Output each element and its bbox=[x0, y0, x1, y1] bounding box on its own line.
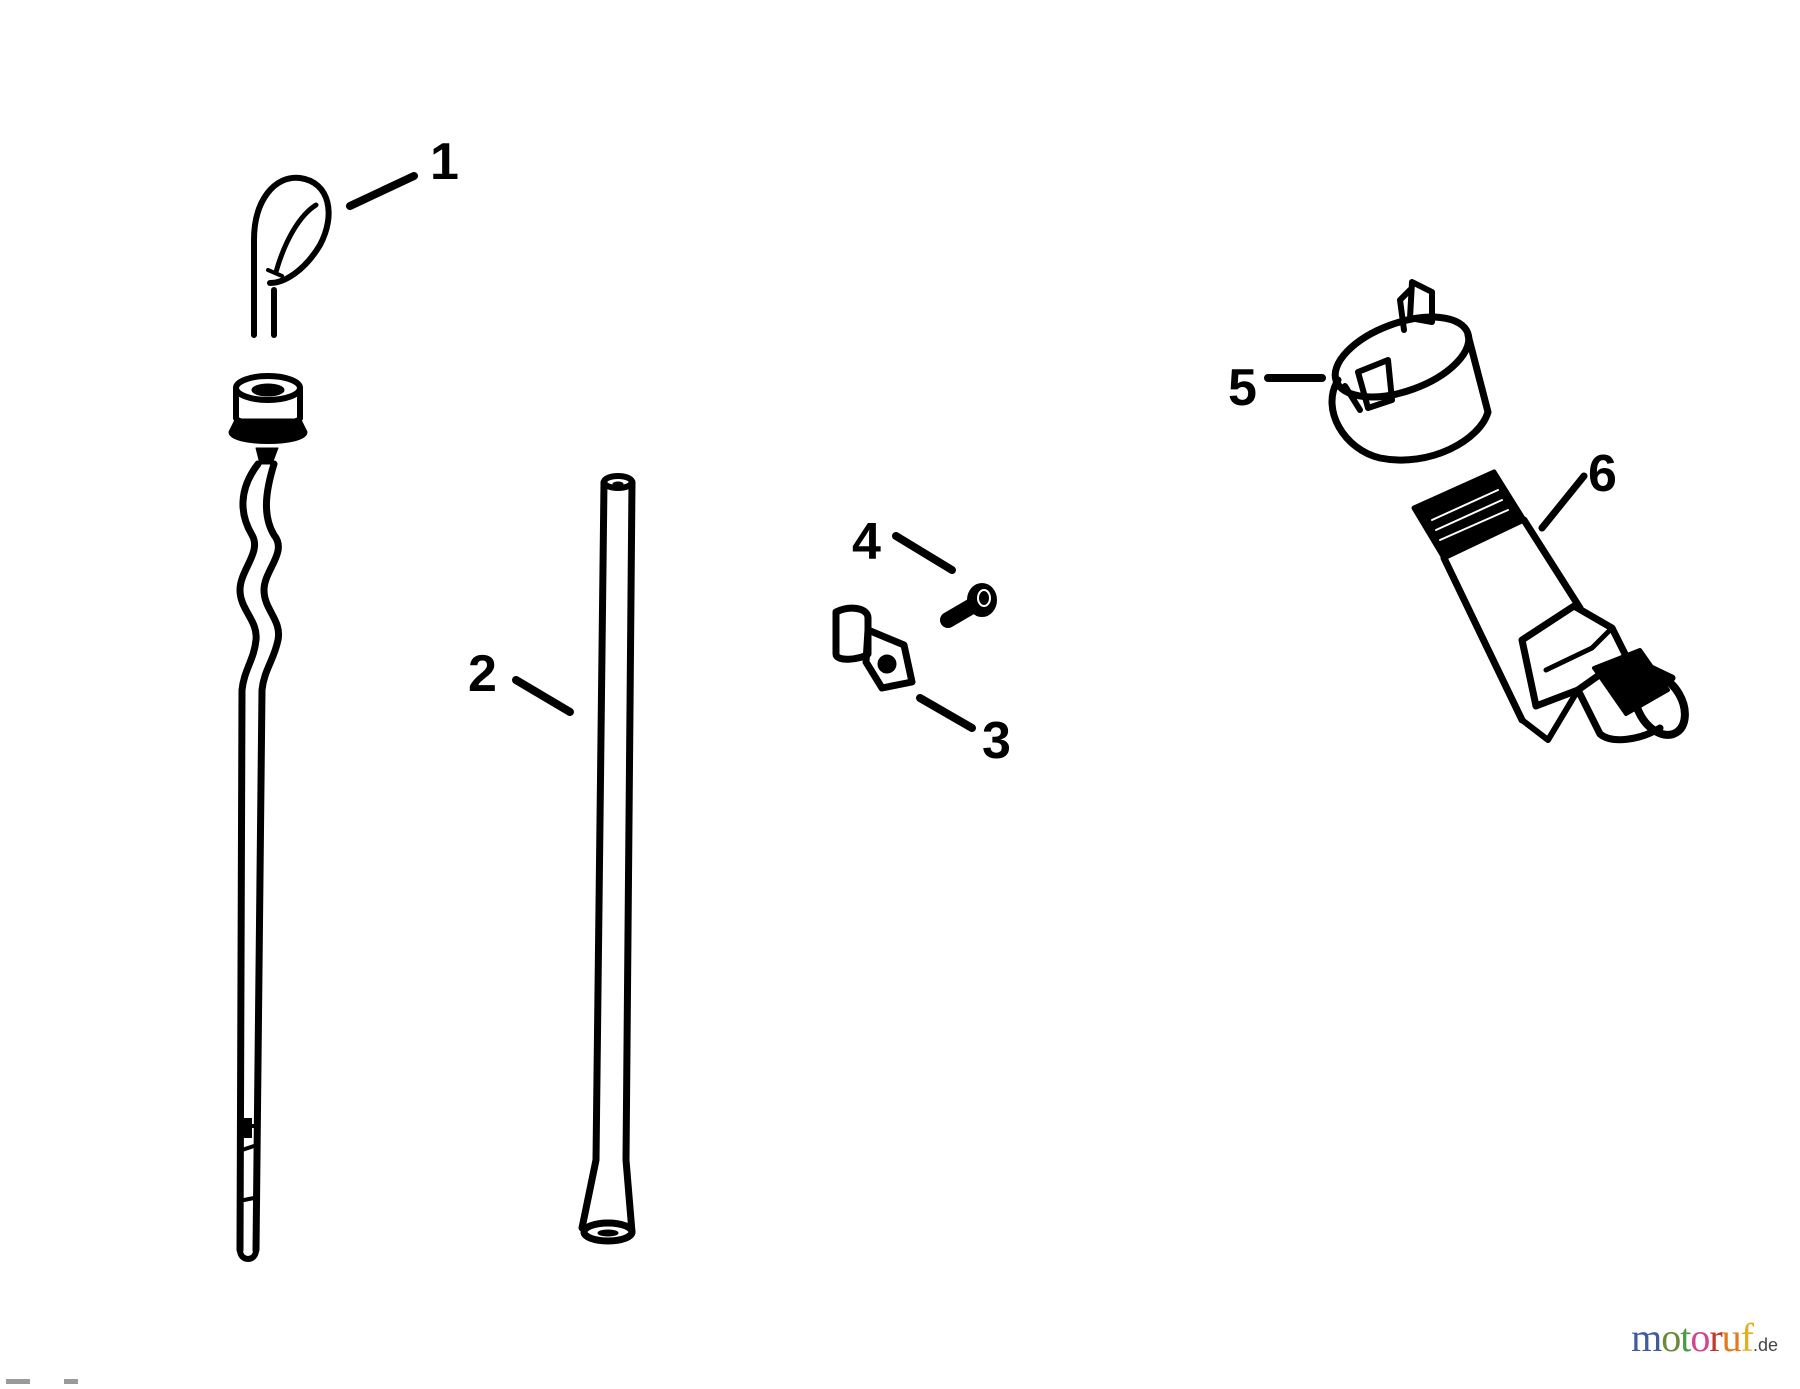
motoruf-watermark: motoruf.de bbox=[1631, 1318, 1778, 1358]
callout-6: 6 bbox=[1588, 445, 1617, 503]
watermark-letter: m bbox=[1631, 1315, 1662, 1360]
dipstick-part bbox=[228, 172, 418, 1262]
callout-4: 4 bbox=[852, 513, 881, 571]
dipstick-tube-part bbox=[512, 473, 636, 1245]
cropped-text-fragment bbox=[6, 1371, 112, 1384]
tube-clip-part bbox=[832, 604, 976, 732]
watermark-tld: .de bbox=[1752, 1335, 1778, 1355]
callout-1: 1 bbox=[430, 133, 459, 191]
watermark-letter: u bbox=[1721, 1315, 1742, 1360]
filler-cap-part bbox=[1264, 279, 1492, 464]
watermark-letter: o bbox=[1661, 1315, 1681, 1360]
callout-5: 5 bbox=[1228, 359, 1257, 417]
watermark-letter: o bbox=[1690, 1315, 1710, 1360]
callout-3: 3 bbox=[982, 712, 1011, 770]
watermark-letter: f bbox=[1740, 1315, 1754, 1360]
clip-screw-part bbox=[892, 532, 997, 628]
callout-2: 2 bbox=[468, 645, 497, 703]
watermark-letter: r bbox=[1709, 1315, 1722, 1360]
watermark-letter: t bbox=[1680, 1315, 1691, 1360]
filler-neck-adapter-part bbox=[1411, 469, 1689, 744]
